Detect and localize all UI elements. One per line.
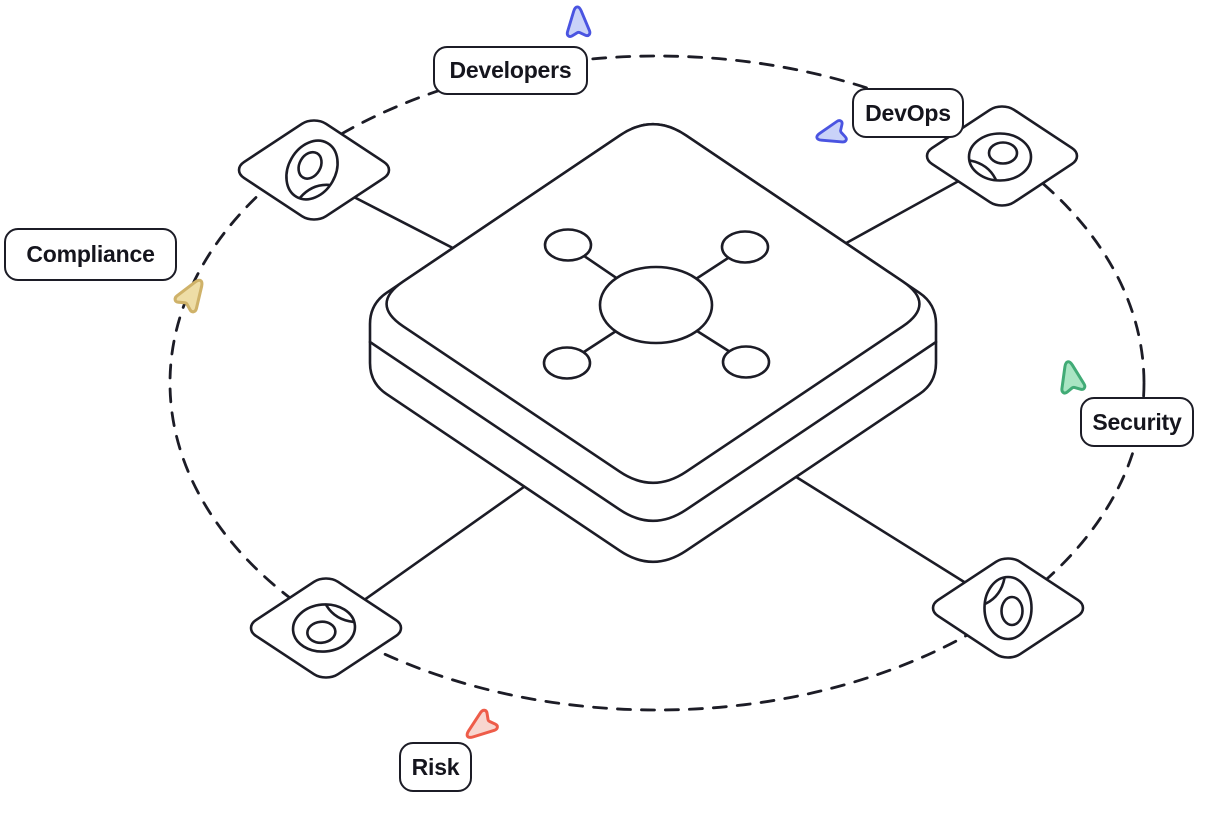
- hub-center-node: [598, 265, 714, 345]
- label-developers[interactable]: Developers: [433, 46, 588, 95]
- avatar-node-top-left[interactable]: [232, 116, 396, 224]
- hub-satellite-node: [542, 346, 592, 380]
- platform-stack[interactable]: [368, 123, 938, 564]
- label-risk[interactable]: Risk: [399, 742, 472, 792]
- avatar-node-bottom-left[interactable]: [244, 574, 408, 682]
- avatar-icon: [967, 132, 1033, 182]
- label-compliance[interactable]: Compliance: [4, 228, 177, 281]
- label-devops[interactable]: DevOps: [852, 88, 964, 138]
- orbit-dashed-ellipse: [168, 54, 1146, 712]
- collaborator-cursor-devops-icon: [815, 119, 848, 144]
- connector-line-bottom-left: [348, 470, 547, 612]
- hub-satellite-node: [543, 228, 593, 262]
- avatar-node-bottom-right[interactable]: [926, 554, 1090, 662]
- hub-satellite-node: [721, 345, 771, 379]
- collaborator-cursor-risk-icon: [465, 708, 499, 739]
- label-security[interactable]: Security: [1080, 397, 1194, 447]
- collaborator-cursor-developers-icon: [565, 5, 592, 38]
- stack-middle-layer-edge: [368, 340, 938, 523]
- collaborator-cursor-compliance-icon: [173, 278, 204, 314]
- avatar-icon: [983, 575, 1033, 641]
- hub-satellite-node: [720, 230, 770, 264]
- connector-line-bottom-right: [783, 468, 987, 597]
- network-hub-icon: [542, 228, 771, 380]
- collaborator-cursor-security-icon: [1060, 360, 1087, 395]
- connector-line-top-right: [828, 170, 977, 254]
